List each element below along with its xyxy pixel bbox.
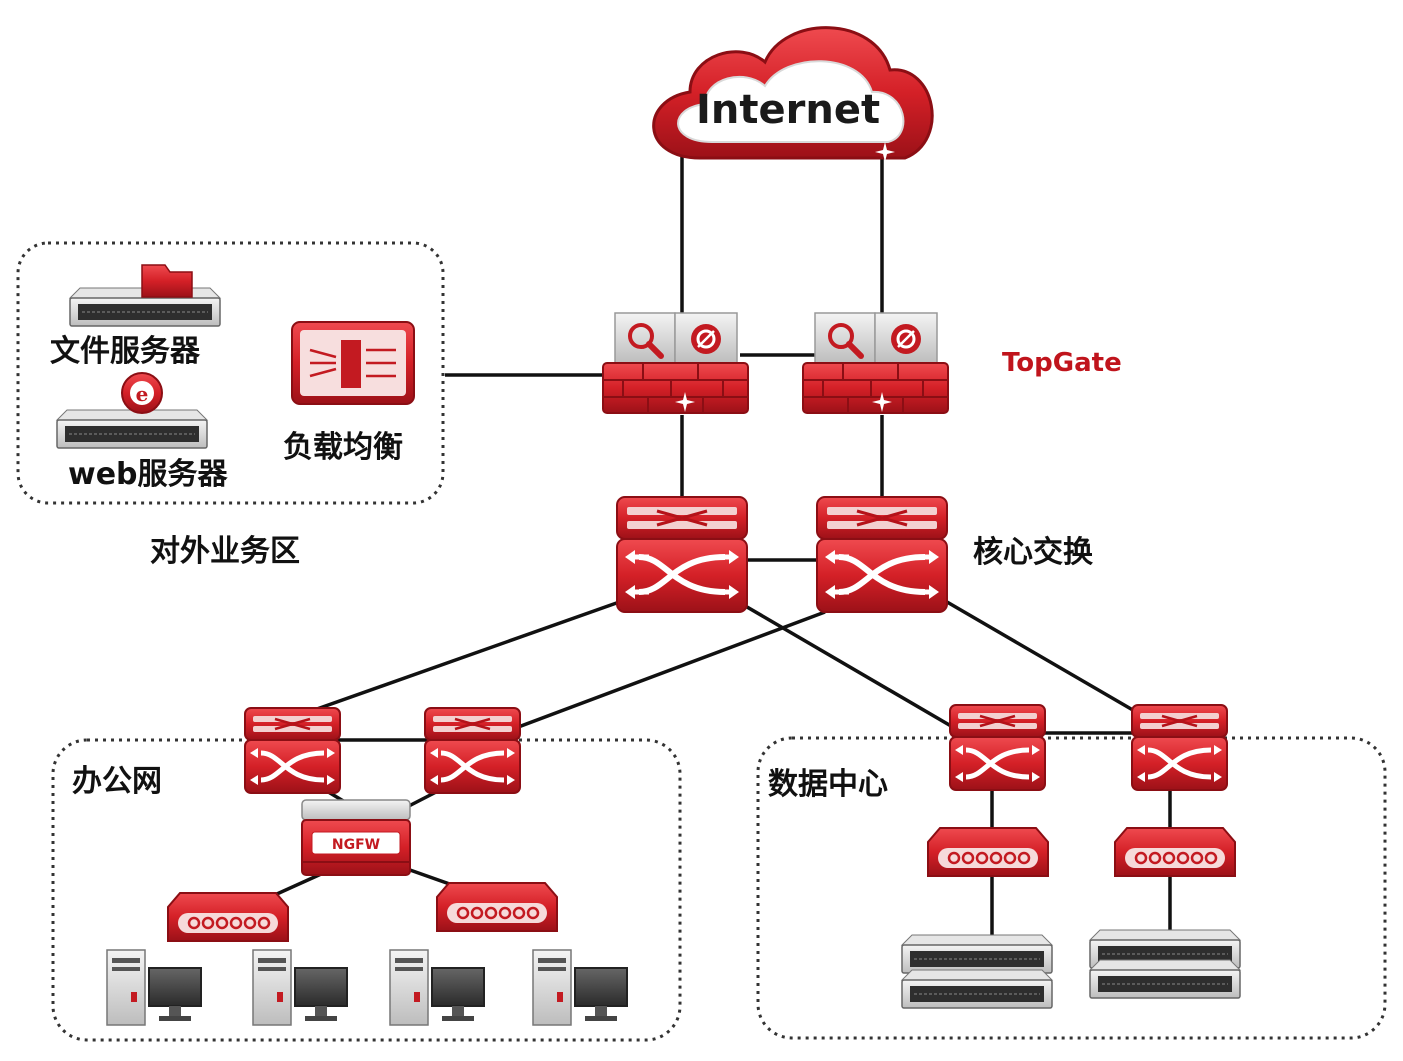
datacenter-hub-left <box>926 826 1050 878</box>
file-server-label: 文件服务器 <box>50 334 200 369</box>
folder-icon <box>141 264 193 298</box>
load-balancer <box>291 321 415 405</box>
file-server <box>69 264 221 327</box>
office-pc-3 <box>389 949 485 1026</box>
datacenter-zone-box <box>756 736 1387 1040</box>
external-zone-label: 对外业务区 <box>150 534 300 569</box>
svg-text:e: e <box>136 382 149 406</box>
core-switch-label: 核心交换 <box>973 535 1093 570</box>
ngfw-device: NGFW <box>301 799 411 876</box>
topgate-device-left <box>603 313 748 413</box>
web-server: e <box>56 372 208 449</box>
office-pc-2 <box>252 949 348 1026</box>
internet-cloud <box>652 26 934 160</box>
datacenter-server-stack-left <box>901 934 1053 1009</box>
core-switch-left <box>617 497 747 612</box>
datacenter-switch-right <box>1132 705 1227 790</box>
browser-icon: e <box>121 372 163 414</box>
sparkles <box>675 142 895 412</box>
office-pc-1 <box>106 949 202 1026</box>
internet-label: Internet <box>696 87 881 133</box>
datacenter-hub-right <box>1113 826 1237 878</box>
topgate-device-right <box>803 313 948 413</box>
office-zone-label: 办公网 <box>72 764 162 799</box>
core-switch-right <box>817 497 947 612</box>
office-hub-left <box>166 891 290 943</box>
links <box>267 155 1172 935</box>
office-switch-right <box>425 708 520 793</box>
office-hub-right <box>435 881 559 933</box>
datacenter-zone-label: 数据中心 <box>768 767 888 802</box>
datacenter-server-stack-right <box>1089 929 1241 999</box>
office-zone-box <box>51 738 682 1042</box>
load-balancer-label: 负载均衡 <box>283 430 403 465</box>
web-server-label: web服务器 <box>68 457 228 492</box>
ngfw-label: NGFW <box>332 837 380 853</box>
datacenter-switch-left <box>950 705 1045 790</box>
office-switch-left <box>245 708 340 793</box>
external-zone-box <box>16 241 445 505</box>
office-pc-4 <box>532 949 628 1026</box>
topgate-label: TopGate <box>1002 348 1122 378</box>
